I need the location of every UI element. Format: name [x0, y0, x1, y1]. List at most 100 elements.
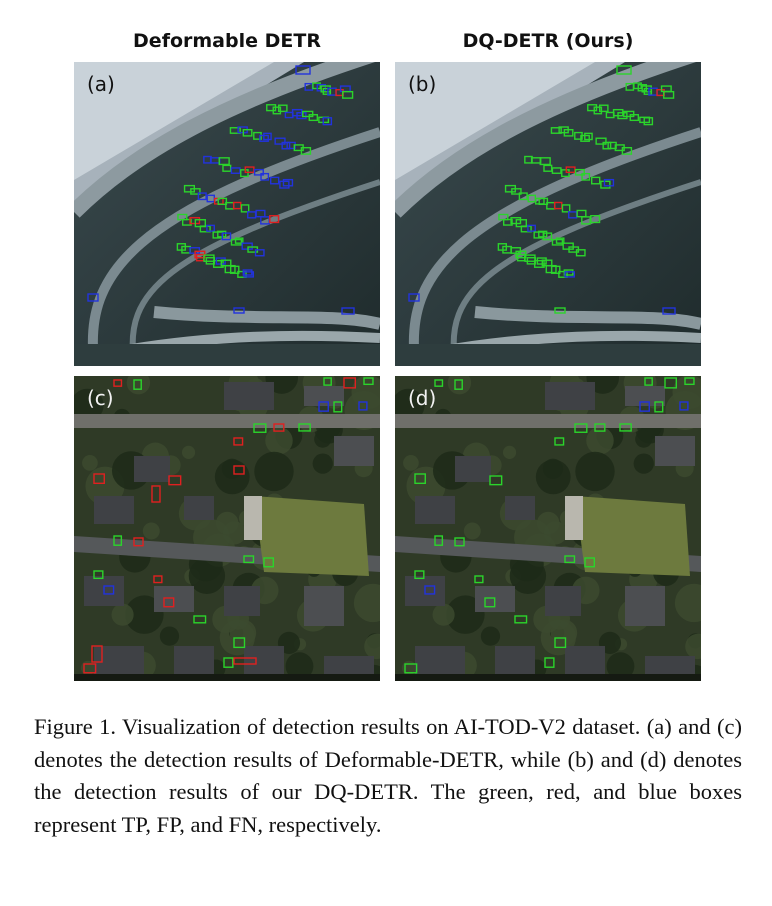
detection-box: [87, 293, 99, 302]
detection-box: [584, 557, 596, 568]
detection-box: [617, 112, 628, 120]
detection-box: [561, 169, 570, 178]
detection-box: [312, 82, 321, 90]
detection-box: [434, 379, 444, 387]
detection-box: [232, 201, 242, 210]
aerial-image-residential: [395, 376, 701, 681]
detection-box: [654, 401, 664, 413]
detection-box: [684, 377, 695, 386]
detection-box: [539, 157, 551, 166]
detection-box: [414, 473, 426, 485]
column-heading-dq-detr: DQ-DETR (Ours): [462, 30, 634, 52]
detection-box: [242, 128, 253, 137]
detection-box: [199, 225, 211, 233]
detection-box: [543, 164, 553, 172]
detection-box: [454, 537, 465, 547]
detection-box: [602, 141, 612, 150]
detection-box: [590, 176, 601, 185]
detection-box: [113, 535, 123, 546]
detection-box: [616, 65, 632, 75]
detection-box: [302, 110, 314, 118]
detection-box: [623, 110, 635, 118]
detection-box: [550, 265, 561, 274]
detection-box: [269, 215, 280, 224]
detection-box: [663, 90, 675, 99]
detection-box: [408, 293, 420, 302]
detection-box: [639, 401, 650, 412]
detection-box: [538, 197, 549, 206]
panel-label-c: (c): [87, 386, 114, 410]
detection-box: [594, 423, 606, 432]
detection-box: [218, 157, 230, 166]
detection-box: [662, 307, 676, 315]
detection-box: [484, 597, 496, 608]
detection-box: [168, 475, 182, 486]
detection-box: [93, 570, 104, 580]
detection-box: [363, 377, 374, 386]
detection-box: [553, 201, 563, 210]
detection-box: [243, 555, 255, 564]
detection-box: [633, 82, 642, 90]
detection-box: [434, 535, 444, 546]
detection-box: [511, 188, 522, 195]
detection-box: [342, 90, 354, 99]
detection-box: [233, 637, 246, 649]
detection-box: [551, 238, 564, 246]
detection-box: [593, 106, 603, 115]
detection-box: [221, 232, 232, 241]
detection-box: [234, 237, 244, 244]
panel-label-a: (a): [87, 72, 115, 96]
detection-box: [574, 168, 585, 176]
detection-box: [190, 188, 201, 195]
detection-box: [230, 167, 241, 174]
detection-box: [358, 401, 368, 411]
detection-box: [296, 112, 307, 120]
detection-box: [502, 218, 513, 226]
detection-box: [151, 485, 161, 503]
detection-box: [282, 178, 294, 187]
detection-box: [561, 204, 571, 213]
panel-c-residential-deformable: (c): [74, 376, 380, 681]
detection-box: [274, 137, 286, 145]
detection-box: [598, 104, 609, 113]
detection-box: [223, 657, 234, 668]
detection-box: [206, 224, 215, 232]
detection-box: [240, 169, 249, 178]
detection-box: [584, 132, 593, 141]
detection-box: [474, 575, 484, 584]
detection-box: [595, 137, 607, 145]
detection-box: [240, 204, 250, 213]
detection-box: [574, 423, 588, 433]
detection-box: [550, 127, 562, 134]
detection-box: [322, 87, 332, 95]
detection-box: [551, 167, 562, 174]
detection-box: [260, 172, 270, 181]
detection-box: [564, 555, 576, 564]
detection-box: [83, 663, 97, 674]
detection-box: [404, 663, 418, 674]
detection-box: [295, 65, 311, 75]
detection-box: [563, 128, 574, 137]
detection-box: [217, 197, 228, 206]
panel-b-parking-dq-detr: (b): [395, 62, 701, 366]
aerial-image-parking: [395, 62, 701, 366]
detection-box: [281, 141, 291, 150]
detection-box: [564, 271, 576, 278]
detection-box: [489, 475, 503, 486]
detection-box: [91, 645, 103, 663]
detection-box: [554, 437, 565, 446]
detection-box: [343, 377, 357, 389]
panel-label-d: (d): [408, 386, 437, 410]
detection-box: [253, 423, 267, 433]
detection-box: [514, 615, 528, 624]
detection-box: [163, 597, 175, 608]
detection-box: [527, 224, 536, 232]
detection-box: [600, 180, 611, 189]
panel-a-parking-deformable: (a): [74, 62, 380, 366]
aerial-image-residential: [74, 376, 380, 681]
detection-box: [233, 437, 244, 446]
detection-box: [263, 132, 272, 141]
detection-box: [298, 423, 311, 432]
detection-box: [272, 106, 282, 115]
detection-box: [581, 172, 591, 181]
